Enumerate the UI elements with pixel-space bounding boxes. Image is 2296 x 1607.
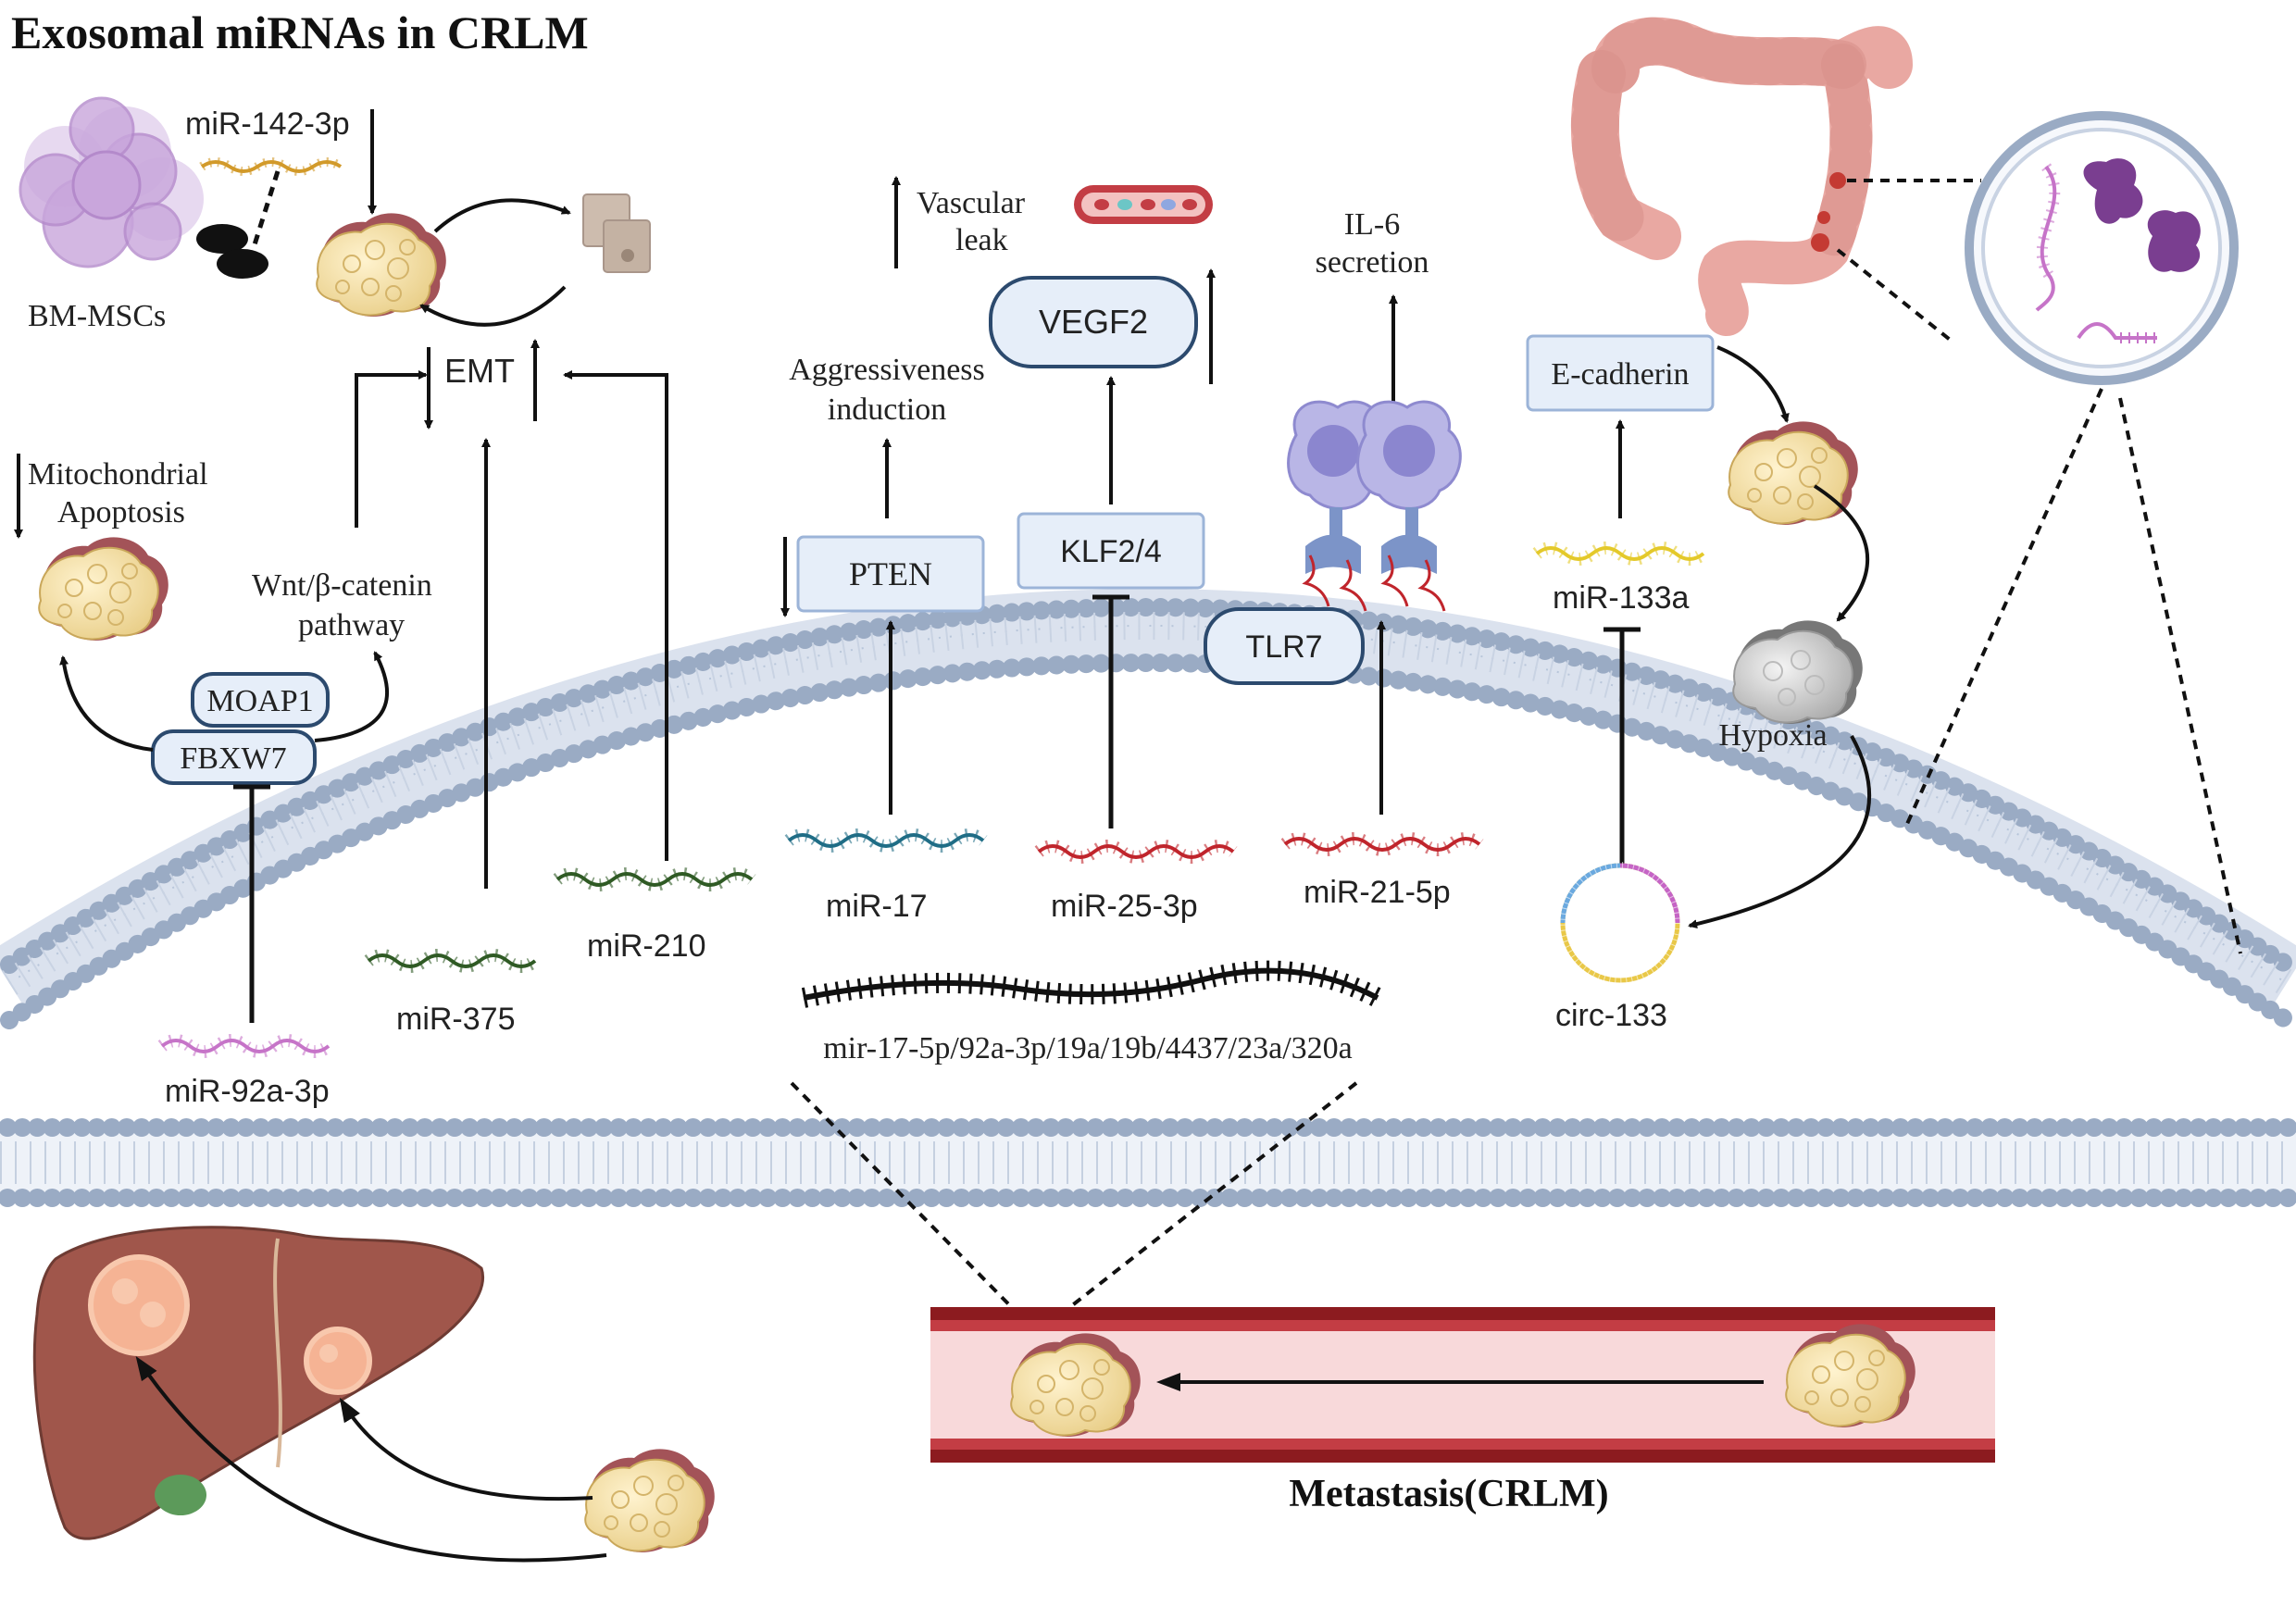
vegf2-box: [989, 276, 1198, 368]
mir-21-strand: [1280, 832, 1484, 856]
il6-label-1: IL-6: [1344, 207, 1400, 242]
aggr-label-1: Aggressiveness: [789, 353, 985, 387]
mir-375-strand: [364, 949, 540, 973]
tumor-to-liver-arrow-2: [135, 1356, 607, 1563]
emt-back-arrow: [419, 285, 567, 327]
mir-210-label: miR-210: [587, 928, 705, 964]
mir-17-label: miR-17: [826, 889, 928, 924]
vessel-membrane: [0, 1118, 2296, 1207]
fbxw7-to-wnt-arrow: [314, 651, 390, 742]
moap1-label: MOAP1: [206, 684, 313, 718]
mir-92a-label: miR-92a-3p: [165, 1074, 330, 1109]
tumor-cell-emt: [316, 212, 447, 318]
wnt-label-2: pathway: [298, 608, 405, 642]
mir-210-arrow: [563, 370, 668, 861]
vascular-label-2: leak: [955, 223, 1008, 257]
wnt-to-emt-arrow: [355, 370, 428, 528]
colon-illustration: [1570, 17, 1913, 336]
mir-cluster-label: mir-17-5p/92a-3p/19a/19b/4437/23a/320a: [823, 1031, 1353, 1065]
wnt-label-1: Wnt/β-catenin: [252, 568, 432, 603]
cell-membrane: [0, 589, 2296, 1029]
mir-375-label: miR-375: [396, 1002, 515, 1037]
mir-92a-strand: [157, 1034, 333, 1058]
fbxw7-to-apoptosis-arrow: [59, 655, 154, 752]
ecadherin-label: E-cadherin: [1551, 357, 1689, 392]
pten-label: PTEN: [849, 555, 932, 592]
fbxw7-label: FBXW7: [180, 741, 286, 776]
tlr7-box: [1204, 607, 1365, 685]
klf-label: KLF2/4: [1060, 534, 1162, 569]
mir-17-strand: [784, 828, 988, 853]
mito-label-1: Mitochondrial: [28, 457, 208, 492]
ecadherin-to-tumor-arrow: [1716, 345, 1790, 423]
cluster-dashed-left: [790, 1081, 1039, 1335]
tumor-cell-right: [1728, 420, 1859, 526]
moap1-box: [191, 672, 330, 728]
mir-21-label: miR-21-5p: [1304, 875, 1451, 910]
vegf2-label: VEGF2: [1039, 303, 1148, 341]
il6-label-2: secretion: [1316, 245, 1429, 280]
klf-box: [1017, 512, 1205, 590]
zoom-dashed-left: [1905, 388, 2103, 825]
cluster-dashed-right: [1035, 1081, 1358, 1335]
metastasis-label: Metastasis(CRLM): [1289, 1473, 1608, 1515]
circulating-tumor-cell: [584, 1448, 716, 1553]
ecadherin-box: [1526, 334, 1715, 412]
page-title: Exosomal miRNAs in CRLM: [11, 6, 589, 58]
hypoxic-tumor-cell: [1732, 619, 1864, 725]
circ-133-ring: [1559, 862, 1681, 984]
tumor-to-liver-arrow-1: [339, 1397, 593, 1501]
tlr7-label: TLR7: [1245, 629, 1322, 665]
mir-133a-strand: [1532, 542, 1708, 566]
mito-label-2: Apoptosis: [57, 495, 185, 529]
zoom-dashed-mid: [1836, 248, 1955, 344]
tumor-to-hypoxia-arrow: [1813, 484, 1869, 622]
emt-forward-arrow: [433, 198, 571, 233]
zoom-dashed-right: [2118, 397, 2242, 954]
tumor-cell-apoptosis: [38, 536, 169, 642]
mir-142-dashed-link: [247, 170, 281, 260]
macrophage-cells: [1287, 400, 1462, 612]
hypoxia-label: Hypoxia: [1718, 718, 1827, 753]
mir-cluster-strand: [801, 960, 1383, 1008]
bm-mscs-label: BM-MSCs: [28, 299, 166, 333]
liver-illustration: [32, 1226, 484, 1540]
vascular-label-1: Vascular: [917, 186, 1026, 220]
exosome-icon: [196, 224, 268, 279]
mir-25-label: miR-25-3p: [1051, 889, 1198, 924]
hypoxia-to-circ-arrow: [1688, 735, 1872, 929]
mesenchymal-cells-icon: [582, 193, 651, 273]
emt-label: EMT: [444, 352, 515, 390]
mir-133a-label: miR-133a: [1553, 580, 1689, 616]
mir-142-strand: [199, 157, 343, 176]
aggr-label-2: induction: [828, 392, 946, 427]
mir-25-strand: [1034, 840, 1238, 864]
circ-133-label: circ-133: [1555, 998, 1667, 1033]
exosome-zoom-circle: [1965, 111, 2239, 385]
mir-142-label: miR-142-3p: [185, 106, 350, 142]
mir-210-strand: [553, 867, 756, 891]
bm-mscs-cells: [19, 96, 204, 268]
fbxw7-box: [151, 729, 317, 785]
pten-box: [796, 535, 985, 613]
blood-vessel-icon: [1074, 185, 1213, 224]
